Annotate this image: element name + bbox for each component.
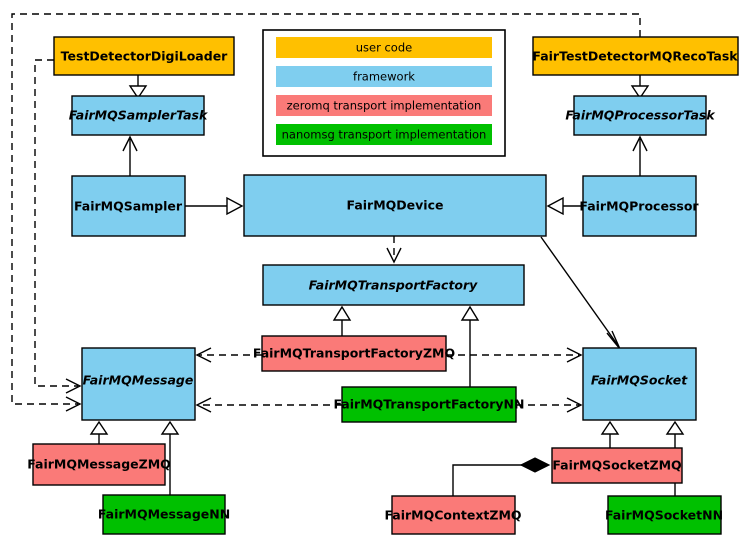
legend-item-nanomsg: nanomsg transport implementation [276, 124, 492, 145]
node-label-FairMQTransportFactoryZMQ: FairMQTransportFactoryZMQ [253, 346, 455, 361]
edge-sampler-generalizes-device [185, 196, 244, 216]
node-label-FairMQSamplerTask: FairMQSamplerTask [69, 108, 208, 123]
node-label-FairMQDevice: FairMQDevice [347, 198, 444, 213]
node-label-FairMQMessage: FairMQMessage [83, 373, 194, 388]
node-FairMQProcessor[interactable]: FairMQProcessor [579, 175, 699, 237]
legend: user code framework zeromq transport imp… [262, 29, 506, 157]
node-FairTestDetectorMQRecoTask[interactable]: FairTestDetectorMQRecoTask [532, 36, 739, 76]
edge-tfzmq-uses-socket [446, 347, 583, 363]
legend-swatch-nanomsg [276, 124, 492, 145]
node-label-FairMQSampler: FairMQSampler [74, 199, 183, 214]
edge-tfnn-uses-message [195, 397, 342, 413]
node-box-FairMQContextZMQ[interactable] [391, 495, 516, 535]
node-label-FairMQContextZMQ: FairMQContextZMQ [384, 508, 521, 523]
legend-label-zeromq: zeromq transport implementation [287, 99, 482, 113]
node-layer: TestDetectorDigiLoader FairTestDetectorM… [27, 36, 739, 535]
node-box-FairMQProcessorTask[interactable] [573, 95, 707, 136]
edge-tfnn-uses-socket [516, 397, 583, 413]
edge-digiloader-to-message [34, 59, 82, 394]
node-FairMQContextZMQ[interactable]: FairMQContextZMQ [384, 495, 522, 535]
edge-digiloader-generalizes-samplertask [128, 75, 148, 100]
edge-tfzmq-generalizes-tf [332, 305, 352, 336]
node-label-TestDetectorDigiLoader: TestDetectorDigiLoader [61, 49, 229, 64]
edge-sampler-to-samplertask [122, 135, 138, 176]
node-FairMQTransportFactoryNN[interactable]: FairMQTransportFactoryNN [334, 386, 525, 423]
node-label-FairMQProcessorTask: FairMQProcessorTask [565, 108, 715, 123]
node-FairMQMessageNN[interactable]: FairMQMessageNN [98, 494, 230, 535]
node-FairMQSocket[interactable]: FairMQSocket [582, 347, 697, 421]
node-box-FairMQTransportFactoryZMQ[interactable] [261, 335, 447, 372]
node-FairMQTransportFactoryZMQ[interactable]: FairMQTransportFactoryZMQ [253, 335, 455, 372]
legend-item-framework: framework [276, 66, 492, 87]
legend-swatch-user-code [276, 37, 492, 58]
node-box-FairMQSampler[interactable] [71, 175, 186, 237]
node-box-FairTestDetectorMQRecoTask[interactable] [532, 36, 739, 76]
node-box-FairMQDevice[interactable] [243, 174, 547, 237]
legend-label-framework: framework [353, 70, 415, 84]
node-FairMQTransportFactory[interactable]: FairMQTransportFactory [262, 264, 525, 306]
node-box-FairMQSocketZMQ[interactable] [551, 447, 683, 484]
node-box-FairMQSocket[interactable] [582, 347, 697, 421]
edge-socketzmq-generalizes-socket [600, 420, 620, 448]
edge-messagezmq-generalizes-message [89, 420, 109, 444]
edge-device-to-socket [540, 236, 621, 350]
node-FairMQSocketNN[interactable]: FairMQSocketNN [605, 495, 723, 535]
node-box-FairMQMessageZMQ[interactable] [32, 443, 166, 486]
node-FairMQDevice[interactable]: FairMQDevice [243, 174, 547, 237]
node-FairMQMessageZMQ[interactable]: FairMQMessageZMQ [27, 443, 171, 486]
edge-recotask-to-message [11, 13, 641, 412]
node-box-FairMQSamplerTask[interactable] [71, 95, 205, 136]
legend-item-user-code: user code [276, 37, 492, 58]
edge-tfnn-generalizes-tf [460, 305, 480, 387]
edge-recotask-generalizes-processortask [630, 75, 650, 100]
node-TestDetectorDigiLoader[interactable]: TestDetectorDigiLoader [53, 36, 235, 76]
node-box-FairMQSocketNN[interactable] [607, 495, 722, 535]
node-FairMQSocketZMQ[interactable]: FairMQSocketZMQ [551, 447, 683, 484]
node-label-FairMQProcessor: FairMQProcessor [579, 199, 699, 214]
node-box-FairMQTransportFactoryNN[interactable] [341, 386, 517, 423]
edge-processor-generalizes-device [546, 196, 583, 216]
legend-item-zeromq: zeromq transport implementation [276, 95, 492, 116]
node-label-FairMQSocketNN: FairMQSocketNN [605, 508, 723, 523]
node-box-FairMQProcessor[interactable] [582, 175, 697, 237]
edge-contextzmq-composed-in-socketzmq [452, 457, 551, 496]
node-label-FairMQMessageZMQ: FairMQMessageZMQ [27, 457, 171, 472]
node-box-FairMQMessageNN[interactable] [102, 494, 226, 535]
node-FairMQMessage[interactable]: FairMQMessage [81, 347, 196, 421]
node-FairMQSampler[interactable]: FairMQSampler [71, 175, 186, 237]
legend-label-nanomsg: nanomsg transport implementation [282, 128, 487, 142]
edge-messagenn-generalizes-message [160, 420, 180, 495]
edge-processor-to-processortask [632, 135, 648, 176]
node-label-FairTestDetectorMQRecoTask: FairTestDetectorMQRecoTask [532, 49, 738, 64]
node-box-FairMQMessage[interactable] [81, 347, 196, 421]
node-label-FairMQMessageNN: FairMQMessageNN [98, 507, 230, 522]
node-label-FairMQTransportFactory: FairMQTransportFactory [309, 278, 478, 293]
edge-tfzmq-uses-message [195, 347, 262, 363]
legend-swatch-framework [276, 66, 492, 87]
node-box-TestDetectorDigiLoader[interactable] [53, 36, 235, 76]
node-label-FairMQSocketZMQ: FairMQSocketZMQ [552, 458, 681, 473]
node-label-FairMQTransportFactoryNN: FairMQTransportFactoryNN [334, 397, 525, 412]
legend-label-user-code: user code [356, 41, 412, 55]
node-label-FairMQSocket: FairMQSocket [591, 373, 688, 388]
node-FairMQSamplerTask[interactable]: FairMQSamplerTask [69, 95, 208, 136]
node-box-FairMQTransportFactory[interactable] [262, 264, 525, 306]
legend-swatch-zeromq [276, 95, 492, 116]
edge-device-uses-transportfactory [386, 236, 402, 264]
node-FairMQProcessorTask[interactable]: FairMQProcessorTask [565, 95, 715, 136]
